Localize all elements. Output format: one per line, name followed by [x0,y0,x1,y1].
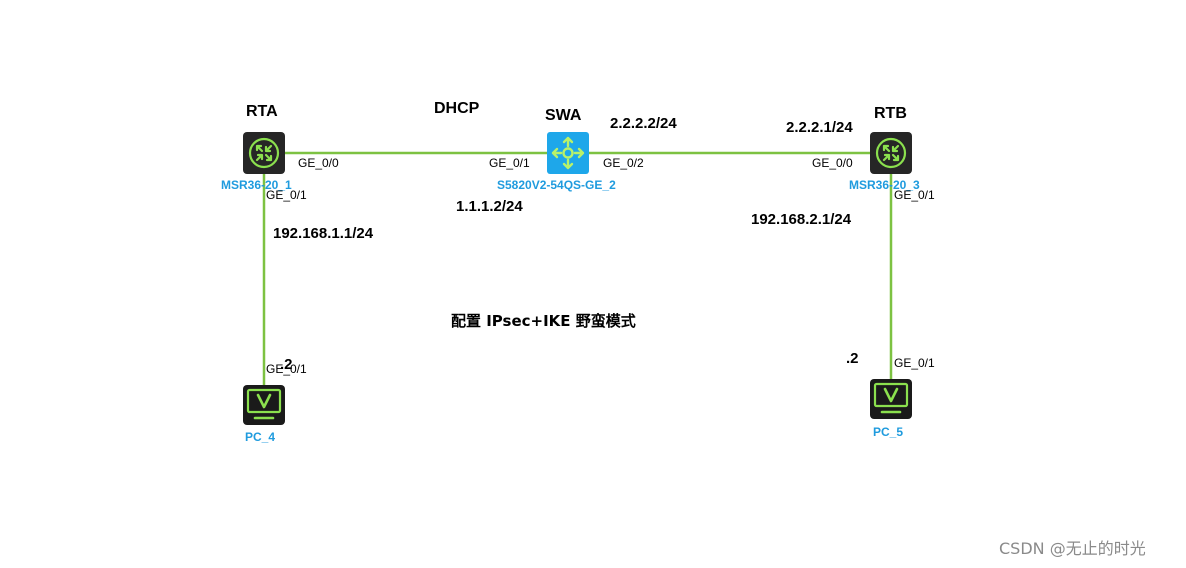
pc4-port-ge01: GE_0/1 [266,362,307,376]
switch-swa[interactable] [547,132,589,174]
rta-title: RTA [246,103,278,120]
ip-rtb-lan: 192.168.2.1/24 [751,211,852,228]
ip-swa-left: 1.1.1.2/24 [456,198,523,215]
rta-device-name: MSR36-20_1 [221,178,292,192]
swa-title: SWA [545,107,582,124]
router-rta[interactable] [243,132,285,174]
rtb-port-ge01: GE_0/1 [894,188,935,202]
pc-monitor-icon [870,379,912,419]
router-icon [243,132,285,174]
ip-rta-lan: 192.168.1.1/24 [273,225,374,242]
config-note: 配置 IPsec+IKE 野蛮模式 [451,312,636,330]
rta-port-ge00: GE_0/0 [298,156,339,170]
router-rtb[interactable] [870,132,912,174]
pc5-port-ge01: GE_0/1 [894,356,935,370]
swa-port-ge02: GE_0/2 [603,156,644,170]
watermark: CSDN @无止的时光 [999,539,1146,558]
pc4-device-name: PC_4 [245,430,276,444]
pc-pc5[interactable] [870,379,912,419]
router-icon [870,132,912,174]
pc-monitor-icon [243,385,285,425]
rtb-port-ge00: GE_0/0 [812,156,853,170]
ip-swa-right: 2.2.2.2/24 [610,115,677,132]
pc4-host-id: .2 [280,356,293,373]
rta-port-ge01: GE_0/1 [266,188,307,202]
switch-icon [547,132,589,174]
swa-device-name: S5820V2-54QS-GE_2 [497,178,616,192]
rtb-title: RTB [874,105,907,122]
swa-port-ge01: GE_0/1 [489,156,530,170]
pc-pc4[interactable] [243,385,285,425]
pc5-device-name: PC_5 [873,425,904,439]
ip-rtb-wan: 2.2.2.1/24 [786,119,853,136]
rtb-device-name: MSR36-20_3 [849,178,920,192]
pc5-host-id: .2 [846,350,859,367]
dhcp-label: DHCP [434,100,480,117]
